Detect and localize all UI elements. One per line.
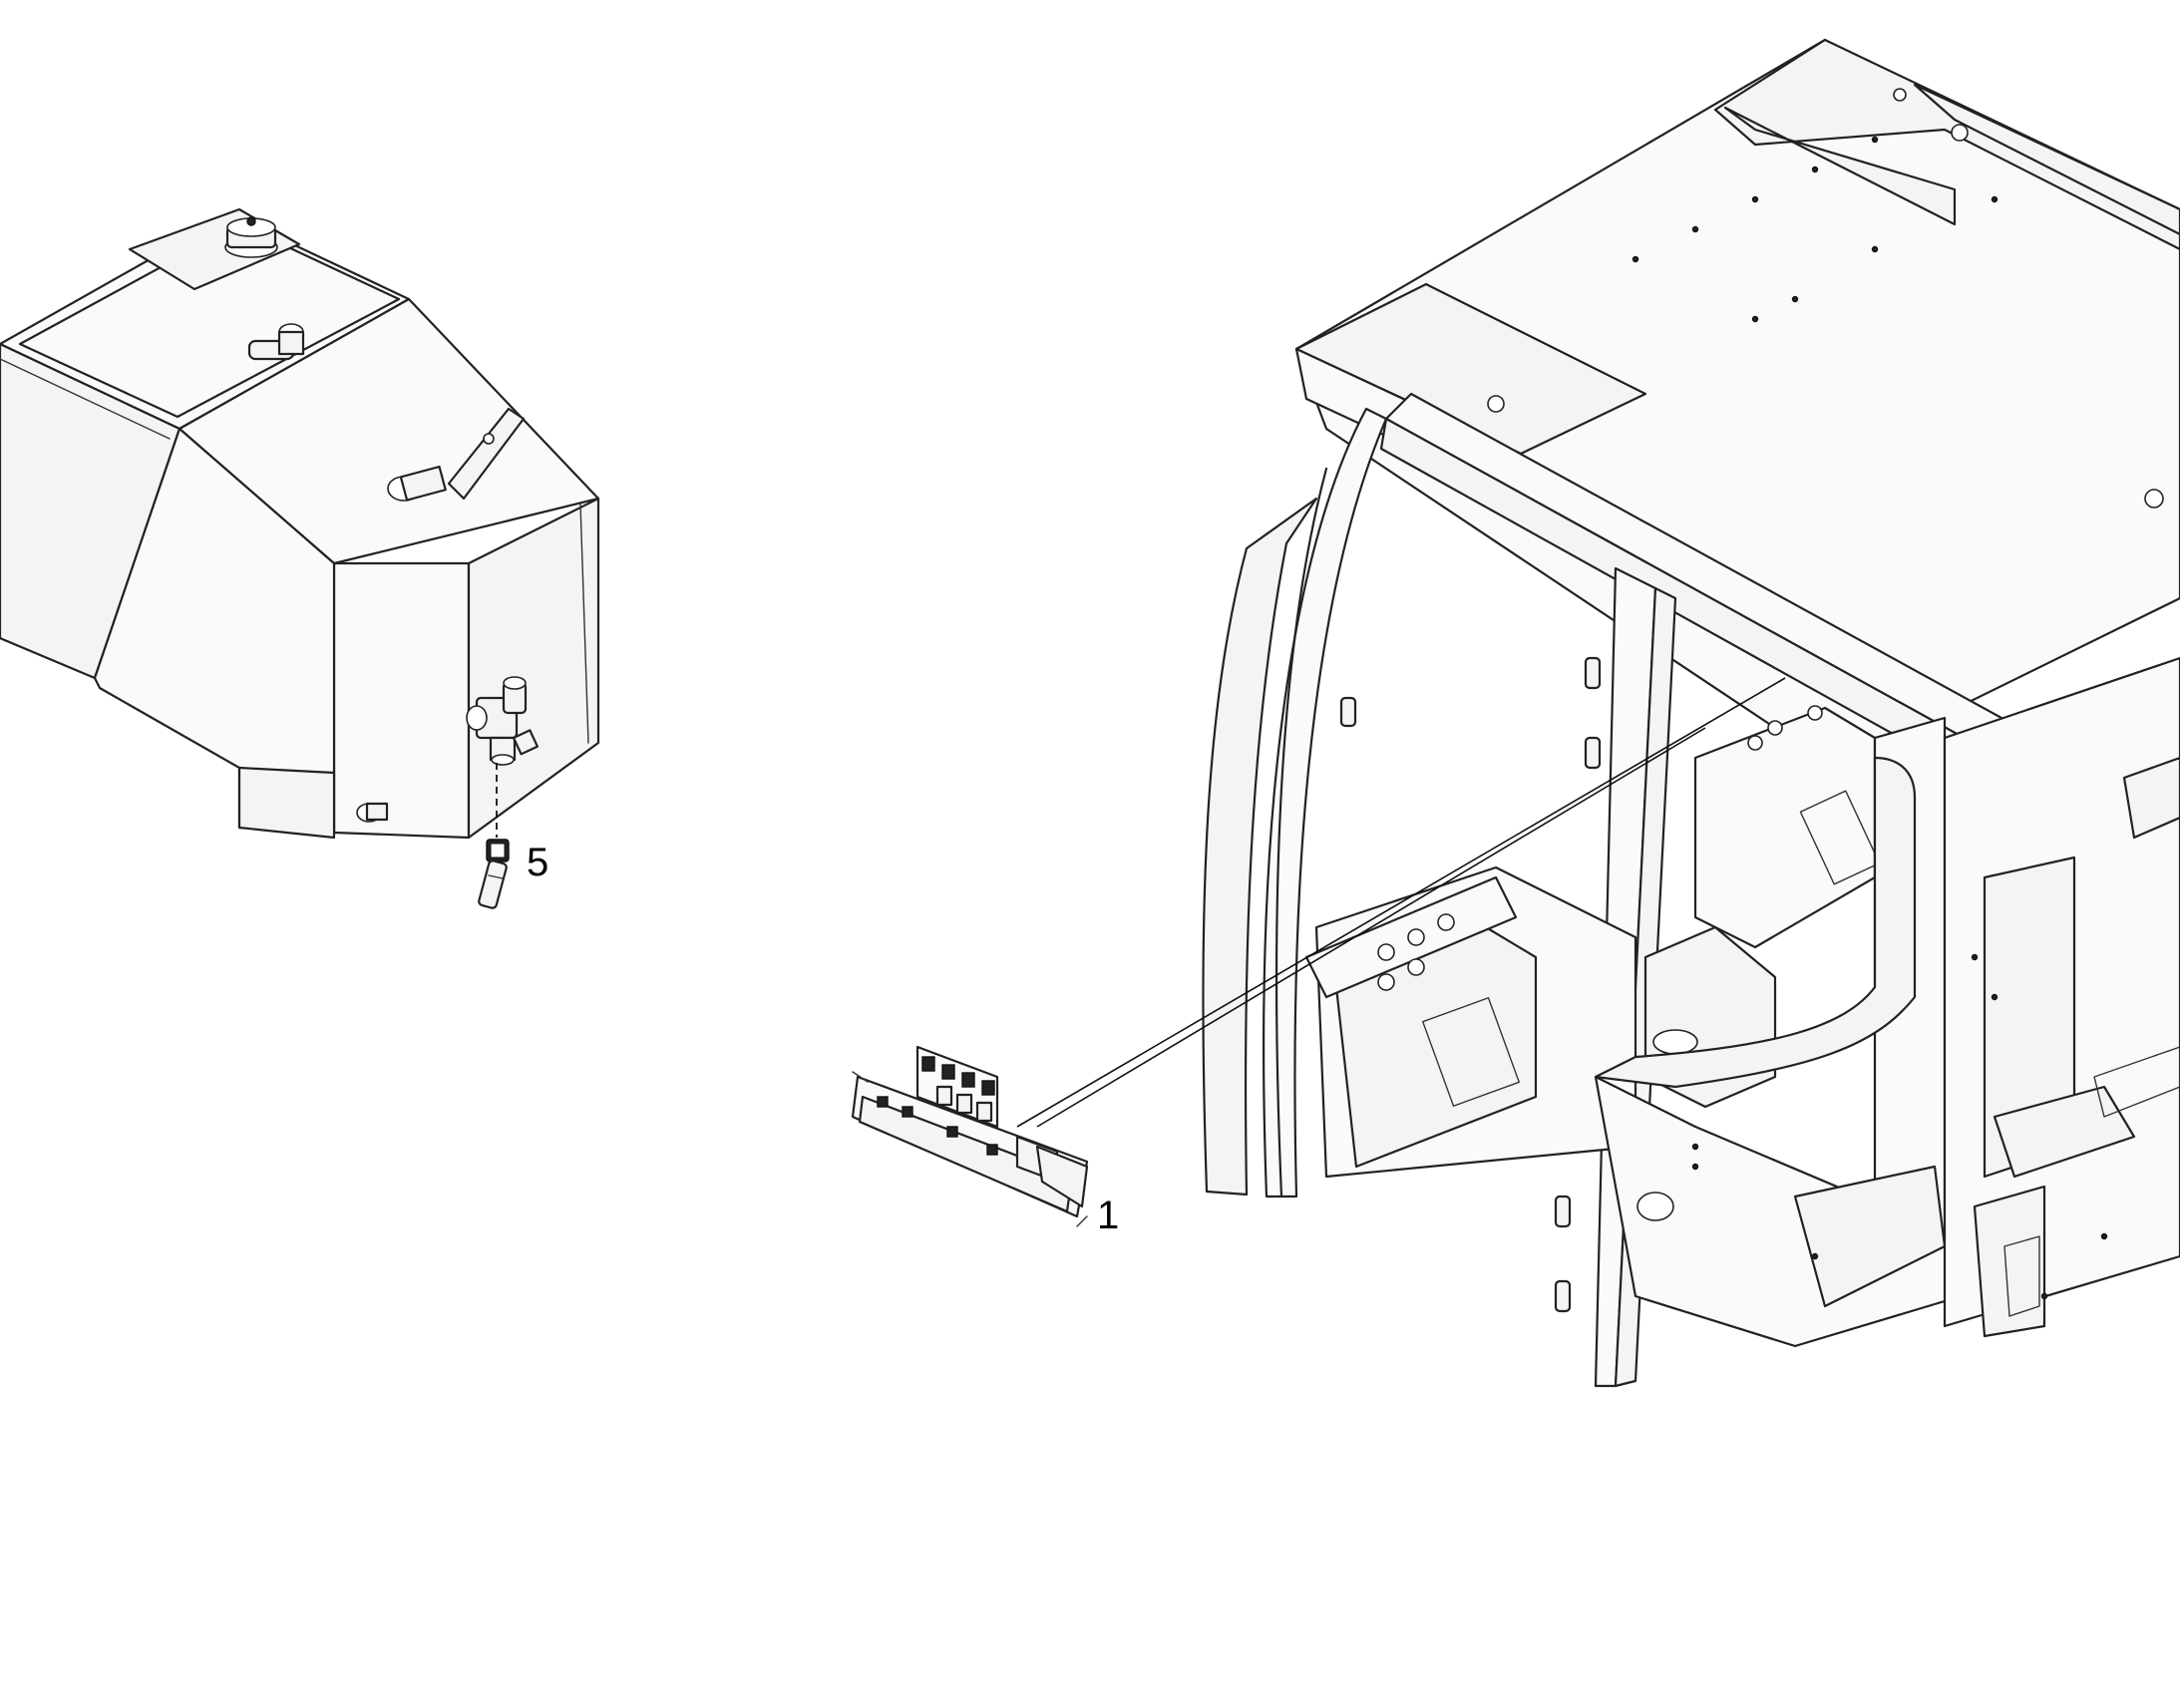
valve-fitting-icon (466, 676, 540, 766)
callout-part-1: 1 (1097, 1194, 1119, 1237)
operator-cab-icon (1202, 38, 2180, 1388)
hydraulic-tank-icon (0, 207, 600, 840)
part-5-drain-fitting-icon (478, 839, 510, 909)
part-1-leader-line-2 (1036, 727, 1706, 1128)
callout-part-5: 5 (527, 841, 548, 884)
part-1-leader-line (1016, 677, 1786, 1128)
part-1-relay-module-icon (851, 1045, 1089, 1227)
